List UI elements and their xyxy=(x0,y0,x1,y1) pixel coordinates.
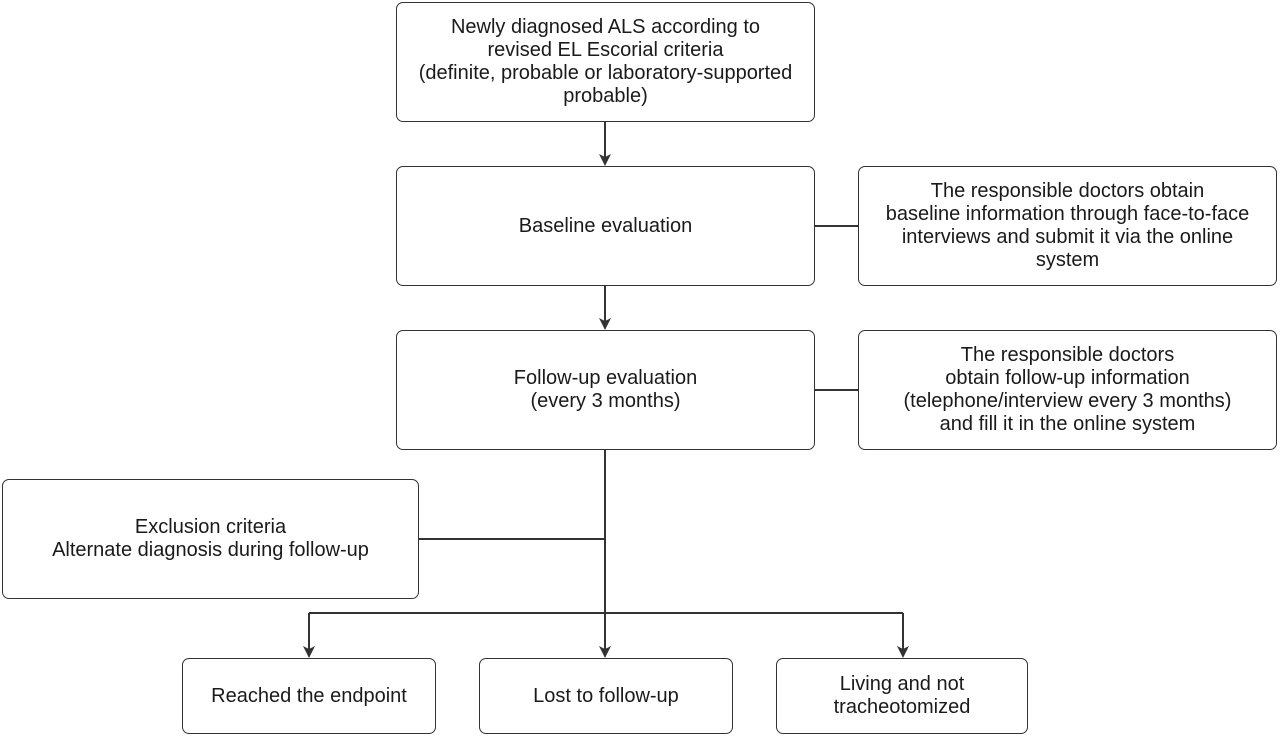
diagnosis-line-2: revised EL Escorial criteria xyxy=(487,39,724,61)
followup-info-line-1: The responsible doctors xyxy=(960,344,1175,366)
followup-info-line-3: (telephone/interview every 3 months) xyxy=(903,390,1232,412)
followup-info-line-4: and fill it in the online system xyxy=(939,413,1196,435)
living-line-2: tracheotomized xyxy=(833,696,971,718)
followup-line-1: Follow-up evaluation xyxy=(513,367,698,389)
exclusion-line-2: Alternate diagnosis during follow-up xyxy=(52,539,369,561)
lost-label: Lost to follow-up xyxy=(533,684,679,707)
baseline-label: Baseline evaluation xyxy=(518,214,693,237)
baseline-info-line-3: interviews and submit it via the online xyxy=(901,226,1234,248)
diagnosis-box: Newly diagnosed ALS according to revised… xyxy=(396,2,815,122)
lost-to-followup-box: Lost to follow-up xyxy=(479,658,733,734)
followup-line-2: (every 3 months) xyxy=(530,390,681,412)
baseline-info-line-2: baseline information through face-to-fac… xyxy=(885,203,1250,225)
baseline-info-line-1: The responsible doctors obtain xyxy=(930,180,1205,202)
followup-evaluation-box: Follow-up evaluation (every 3 months) xyxy=(396,330,815,450)
living-not-tracheotomized-box: Living and not tracheotomized xyxy=(776,658,1028,734)
exclusion-criteria-box: Exclusion criteria Alternate diagnosis d… xyxy=(2,479,419,599)
diagnosis-line-1: Newly diagnosed ALS according to xyxy=(450,16,761,38)
diagnosis-line-3: (definite, probable or laboratory-suppor… xyxy=(418,62,793,84)
followup-info-box: The responsible doctors obtain follow-up… xyxy=(858,330,1277,450)
diagnosis-line-4: probable) xyxy=(563,85,648,107)
baseline-evaluation-box: Baseline evaluation xyxy=(396,166,815,286)
reached-endpoint-box: Reached the endpoint xyxy=(182,658,436,734)
living-line-1: Living and not xyxy=(839,673,965,695)
exclusion-line-1: Exclusion criteria xyxy=(134,516,287,538)
endpoint-label: Reached the endpoint xyxy=(211,684,407,707)
followup-info-line-2: obtain follow-up information xyxy=(945,367,1190,389)
baseline-info-box: The responsible doctors obtain baseline … xyxy=(858,166,1277,286)
baseline-info-line-4: system xyxy=(1035,249,1100,271)
